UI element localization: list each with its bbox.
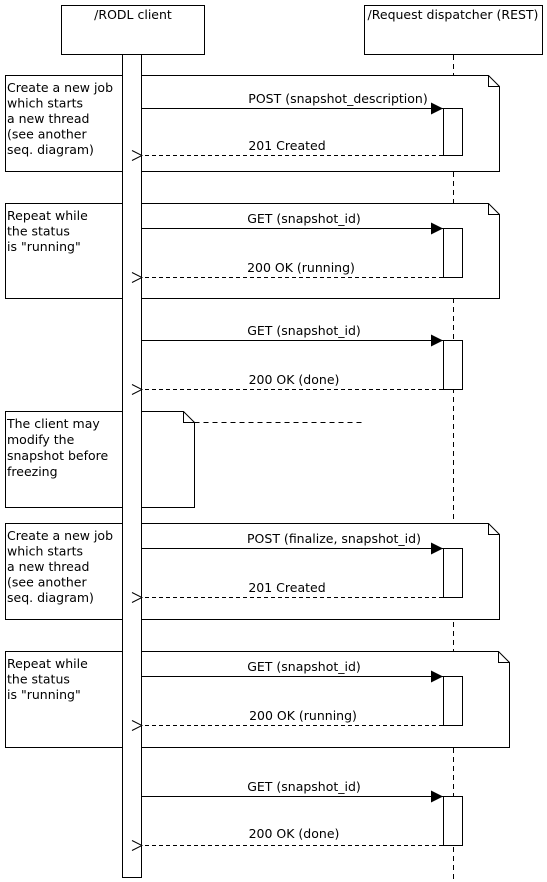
message-12-label: 200 OK (done) [249, 826, 340, 841]
message-4-label: 200 OK (running) [247, 260, 355, 275]
note-1-line: Create a new job [7, 80, 113, 95]
message-7: POST (finalize, snapshot_id) [142, 531, 443, 555]
dispatcher-activation-3 [443, 340, 463, 390]
client-activation-bar [122, 54, 142, 878]
note-3-line: The client may [6, 416, 100, 431]
dispatcher-activation-5 [443, 676, 463, 726]
note-5-line: Repeat while [7, 656, 88, 671]
note-4-line: Create a new job [7, 528, 113, 543]
note-2-text: Repeat while the status is "running" [7, 208, 92, 254]
message-7-label: POST (finalize, snapshot_id) [247, 531, 421, 546]
dispatcher-activation-6 [443, 796, 463, 846]
message-6: 200 OK (done) [142, 372, 443, 390]
message-2-label: 201 Created [248, 138, 325, 153]
message-1-label: POST (snapshot_description) [248, 91, 427, 106]
participant-dispatcher: /Request dispatcher (REST) [364, 5, 543, 55]
note-3-line: snapshot before [7, 448, 109, 463]
note-4-line: seq. diagram) [7, 590, 94, 605]
message-8-label: 201 Created [248, 580, 325, 595]
note-1-line: which starts [7, 96, 83, 111]
note-2-line: is "running" [7, 239, 81, 254]
note-5-text: Repeat while the status is "running" [7, 656, 92, 702]
dispatcher-activation-4 [443, 548, 463, 598]
dispatcher-activation-1 [443, 108, 463, 156]
message-11: GET (snapshot_id) [142, 779, 443, 803]
message-10: 200 OK (running) [142, 708, 443, 726]
note-1-line: seq. diagram) [7, 142, 94, 157]
participant-dispatcher-box [364, 5, 543, 55]
note-4-line: (see another [7, 575, 87, 590]
note-1: Create a new job which starts a new thre… [5, 75, 500, 172]
participant-client-label: /RODL client [94, 7, 172, 22]
note-3-frame [5, 411, 195, 508]
message-9-label: GET (snapshot_id) [247, 659, 361, 674]
note-1-line: (see another [7, 127, 87, 142]
message-12: 200 OK (done) [142, 826, 443, 846]
dispatcher-activation-2 [443, 228, 463, 278]
note-5-line: is "running" [7, 687, 81, 702]
participant-client-box [61, 5, 205, 55]
note-4-line: a new thread [7, 559, 89, 574]
message-3: GET (snapshot_id) [142, 211, 443, 235]
note-5-line: the status [7, 672, 70, 687]
note-2-line: the status [7, 224, 70, 239]
message-2: 201 Created [142, 138, 443, 156]
participant-dispatcher-label: /Request dispatcher (REST) [368, 7, 539, 22]
note-3: The client may modify the snapshot befor… [5, 411, 362, 508]
message-9: GET (snapshot_id) [142, 659, 443, 683]
note-1-line: a new thread [7, 111, 89, 126]
message-10-label: 200 OK (running) [249, 708, 357, 723]
message-3-label: GET (snapshot_id) [247, 211, 361, 226]
note-2-line: Repeat while [7, 208, 88, 223]
note-3-text: The client may modify the snapshot befor… [6, 416, 112, 479]
note-3-line: freezing [7, 464, 58, 479]
note-4-text: Create a new job which starts a new thre… [7, 528, 117, 605]
message-8: 201 Created [142, 580, 443, 598]
message-1: POST (snapshot_description) [142, 91, 443, 115]
message-11-label: GET (snapshot_id) [247, 779, 361, 794]
message-4: 200 OK (running) [142, 260, 443, 278]
message-6-label: 200 OK (done) [249, 372, 340, 387]
participant-client: /RODL client [61, 5, 205, 55]
note-3-line: modify the [7, 432, 75, 447]
message-5: GET (snapshot_id) [142, 323, 443, 347]
message-5-label: GET (snapshot_id) [247, 323, 361, 338]
note-1-text: Create a new job which starts a new thre… [7, 80, 117, 157]
note-4-line: which starts [7, 544, 83, 559]
